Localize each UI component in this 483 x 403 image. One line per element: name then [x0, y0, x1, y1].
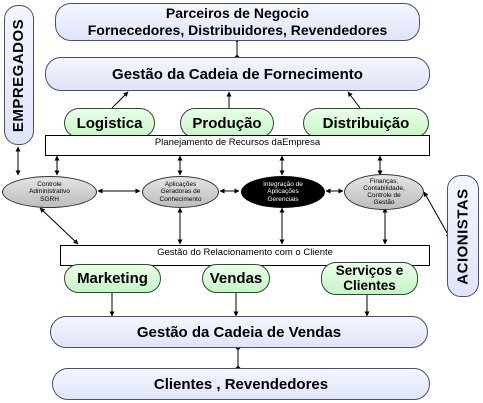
sales-label: Vendas	[209, 270, 263, 287]
supply-chain-box[interactable]: Gestão da Cadeia de Fornecimento	[45, 57, 430, 91]
integration-line2: Aplicações	[267, 188, 299, 196]
employees-label: EMPREGADOS	[10, 18, 28, 132]
integration-line3: Gerenciais	[267, 195, 299, 203]
partners-subtitle: Fornecedores, Distribuidores, Revendedor…	[87, 22, 388, 38]
marketing-box[interactable]: Marketing	[64, 264, 161, 293]
connector-distribution-supply	[347, 91, 361, 109]
services-line2: Clientes	[343, 277, 396, 293]
connector-hr-crm	[39, 207, 79, 245]
partners-title: Parceiros de Negocio	[165, 5, 310, 22]
erp-label: Planejamento de Recursos daEmpresa	[154, 137, 321, 148]
employees-box[interactable]: EMPREGADOS	[4, 5, 34, 145]
hr-line2: Administrativo	[29, 188, 70, 196]
connector-logistics-supply	[111, 91, 129, 109]
distribution-box[interactable]: Distribuição	[303, 108, 429, 138]
partners-box[interactable]: Parceiros de Negocio Fornecedores, Distr…	[55, 3, 420, 41]
finance-line2: Contabilidade,	[363, 184, 405, 192]
supply-chain-label: Gestão da Cadeia de Fornecimento	[112, 65, 363, 83]
customers-box[interactable]: Clientes , Revendedores	[52, 368, 430, 400]
hr-system-pill[interactable]: Controle Administrativo SGRH	[2, 176, 97, 208]
logistics-box[interactable]: Logistica	[64, 108, 155, 138]
hr-line1: Controle	[37, 181, 62, 189]
finance-line3: Controle de	[367, 192, 401, 199]
finance-line1: Finanças,	[369, 177, 399, 185]
finance-line4: Gestão	[373, 199, 395, 207]
crm-label: Gestão do Relacionamento com o Cliente	[157, 247, 333, 258]
sales-box[interactable]: Vendas	[202, 264, 270, 293]
customers-label: Clientes , Revendedores	[153, 375, 329, 393]
knowledge-apps-pill[interactable]: Aplicações Geradoras de Conhecimento	[142, 176, 219, 208]
knowledge-line1: Aplicações	[164, 181, 197, 189]
services-line1: Serviços e	[335, 263, 404, 279]
integration-pill[interactable]: Integração de Aplicações Gerenciais	[241, 176, 325, 208]
shareholders-label: ACIONISTAS	[454, 187, 472, 285]
shareholders-box[interactable]: ACIONISTAS	[447, 175, 479, 297]
production-box[interactable]: Produção	[180, 108, 274, 138]
marketing-label: Marketing	[77, 270, 148, 287]
sales-chain-label: Gestão da Cadeia de Vendas	[136, 323, 342, 341]
hr-line3: SGRH	[40, 195, 59, 203]
production-label: Produção	[192, 114, 262, 132]
services-box[interactable]: Serviços e Clientes	[321, 262, 418, 295]
knowledge-line3: Conhecimento	[159, 195, 202, 203]
integration-line1: Integração de	[263, 181, 303, 189]
sales-chain-box[interactable]: Gestão da Cadeia de Vendas	[50, 316, 428, 348]
erp-bar[interactable]: Planejamento de Recursos daEmpresa	[45, 135, 430, 156]
logistics-label: Logistica	[76, 114, 143, 132]
distribution-label: Distribuição	[322, 114, 410, 132]
knowledge-line2: Geradoras de	[160, 188, 201, 196]
finance-pill[interactable]: Finanças, Contabilidade, Controle de Ges…	[344, 174, 424, 210]
